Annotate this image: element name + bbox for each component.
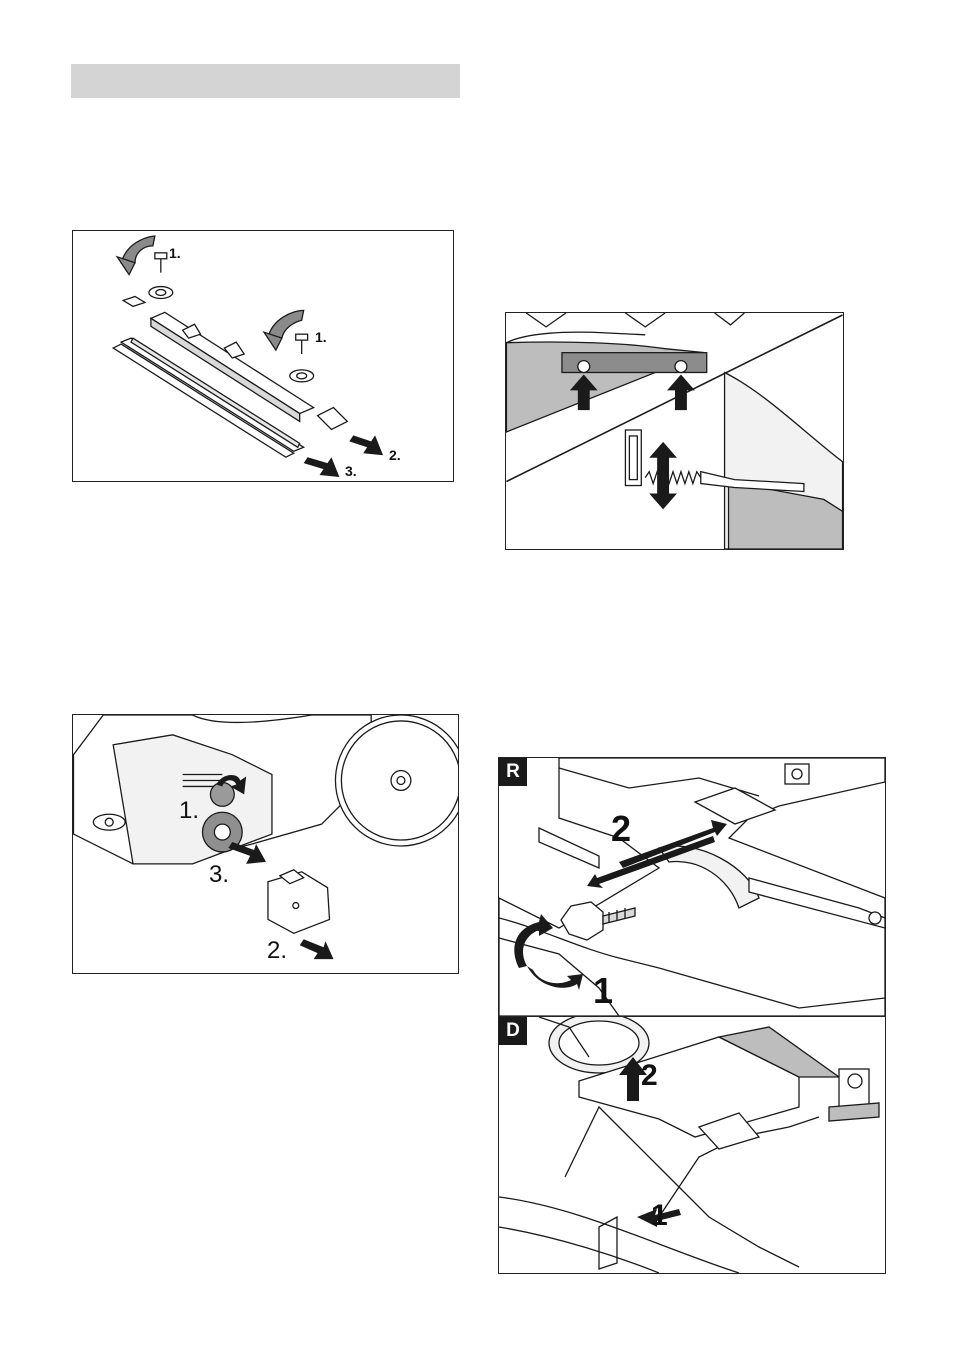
panel-d-step-2: 2 xyxy=(641,1059,658,1093)
panel-d: D 2 1 xyxy=(499,1017,885,1273)
seal-illustration xyxy=(506,313,843,549)
figure-seal-spring xyxy=(505,312,844,550)
step-label-pull-blade: 3. xyxy=(345,463,357,479)
figure-squeegee-blade: 1. 1. 2. 3. xyxy=(72,230,454,482)
step-label-pull-frame: 2. xyxy=(389,447,401,463)
panel-d-step-1: 1 xyxy=(651,1199,668,1233)
panel-d-badge: D xyxy=(499,1017,527,1045)
brush-illustration xyxy=(73,715,458,973)
panel-r-illustration xyxy=(499,758,885,1016)
figure-side-brush: 1. 3. 2. xyxy=(72,714,459,974)
step-label-remove-cover: 2. xyxy=(267,937,287,965)
squeegee-illustration xyxy=(73,231,453,481)
step-label-unscrew: 1. xyxy=(179,797,199,825)
step-label-screw-1: 1. xyxy=(169,245,181,261)
panel-r-badge: R xyxy=(499,758,527,786)
panel-r: R 2 1 xyxy=(499,758,885,1017)
panel-r-step-2: 2 xyxy=(611,808,631,850)
figure-cover-panels: R 2 1 xyxy=(498,757,886,1274)
step-label-remove-brush: 3. xyxy=(209,861,229,889)
step-label-screw-2: 1. xyxy=(315,329,327,345)
panel-d-illustration xyxy=(499,1017,885,1273)
panel-r-step-1: 1 xyxy=(593,970,613,1012)
section-header-bar xyxy=(71,64,460,98)
